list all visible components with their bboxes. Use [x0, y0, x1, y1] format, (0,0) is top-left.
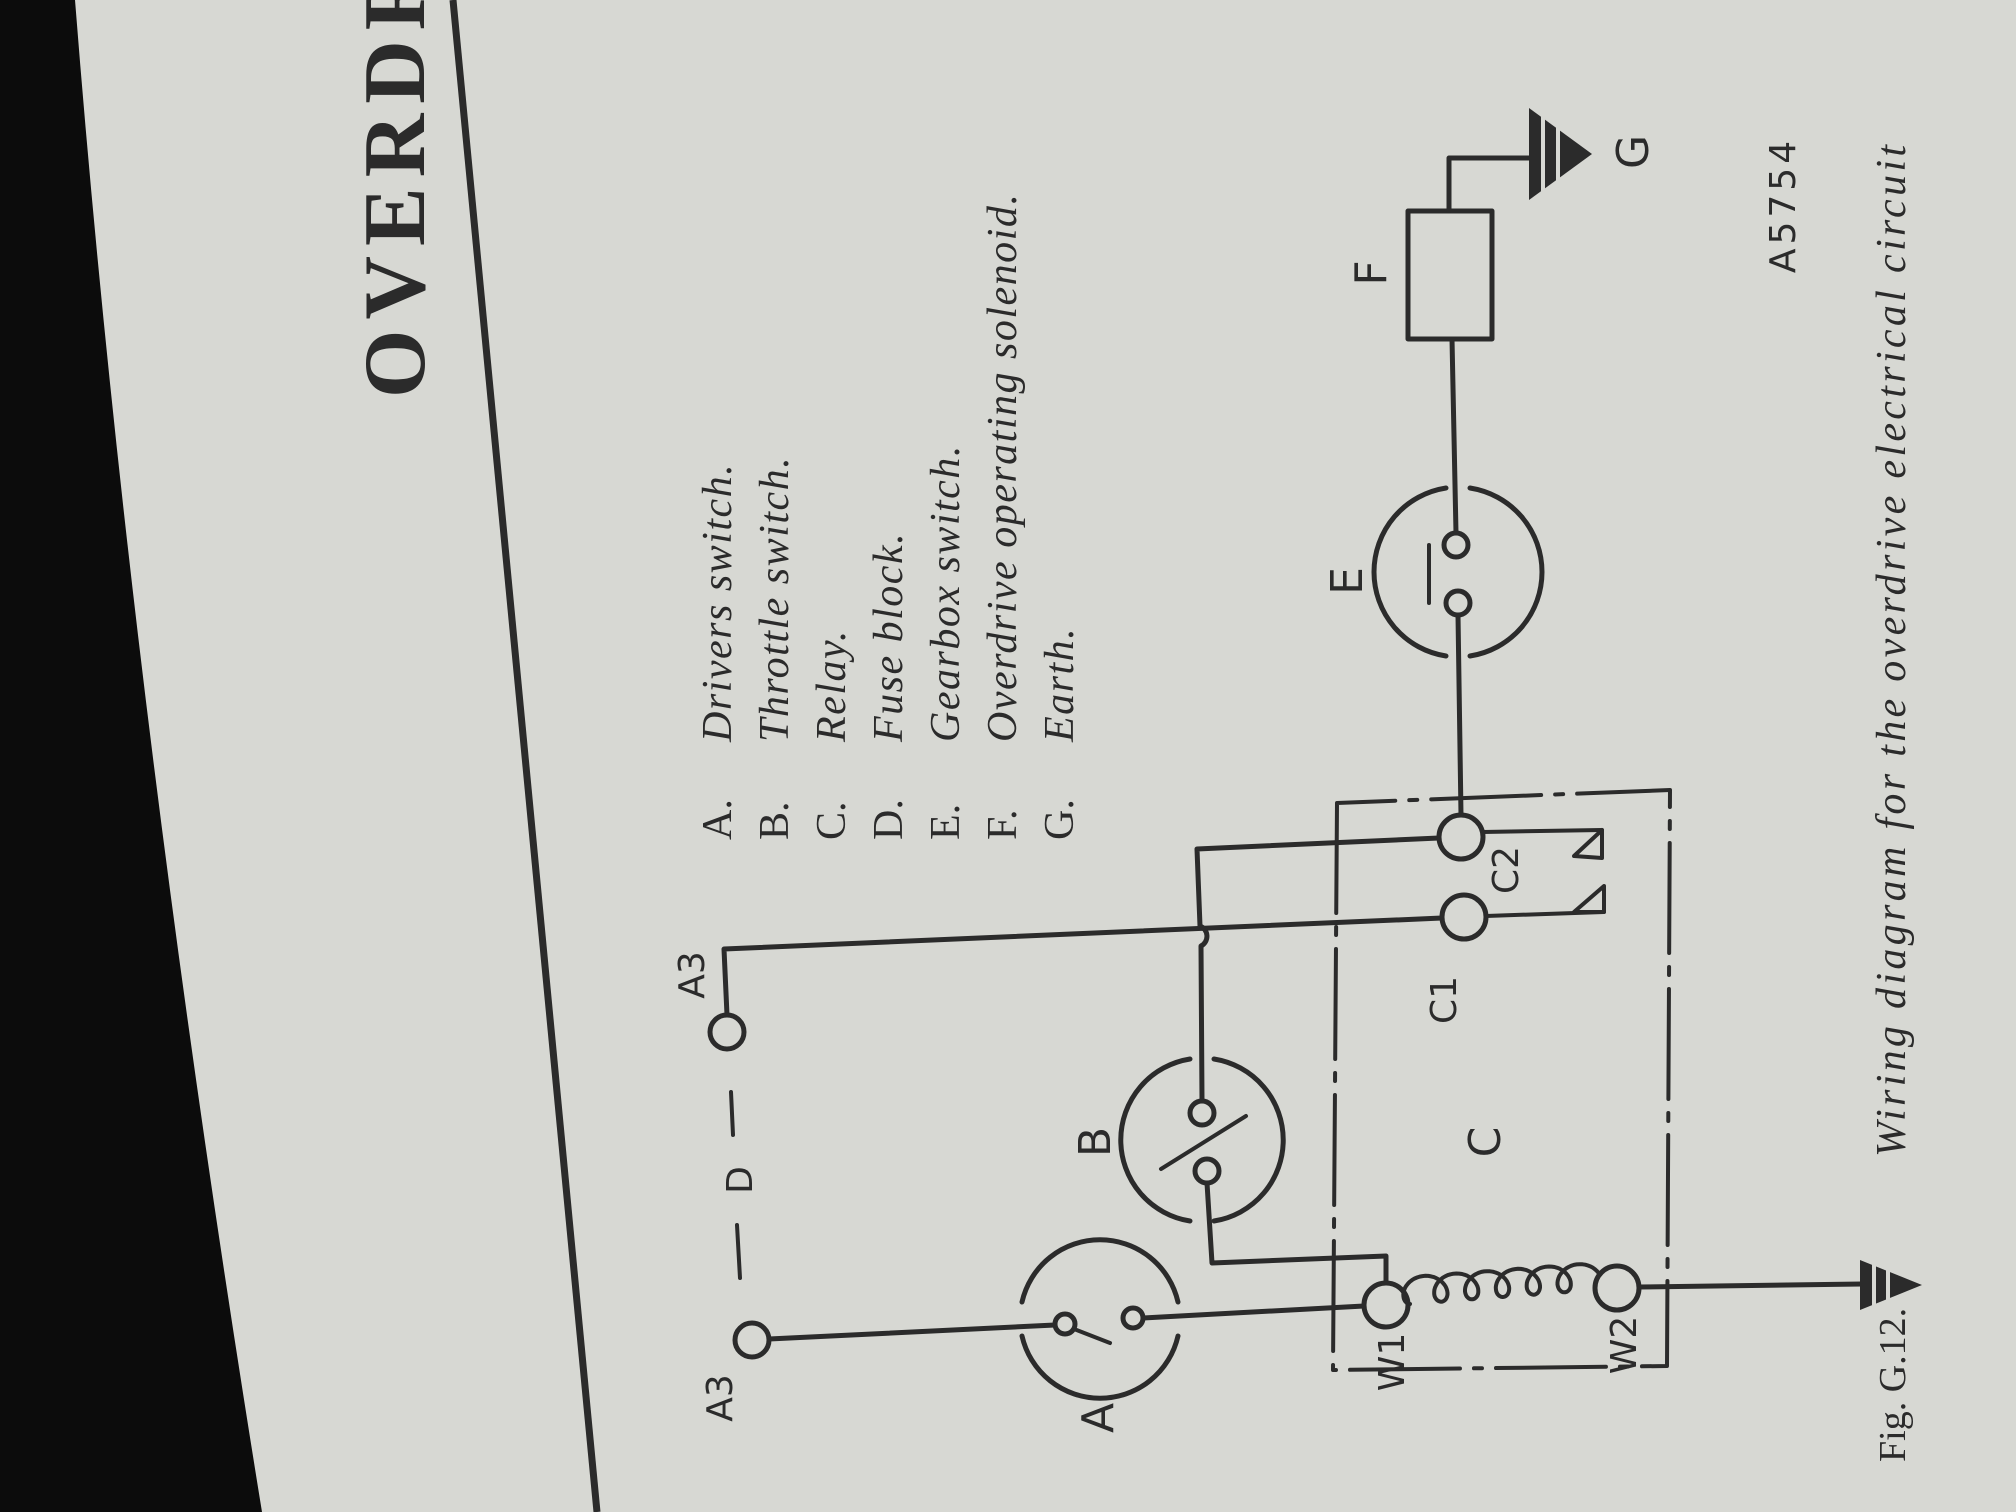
wire-switch-e-to-solenoid [1449, 336, 1459, 536]
dark-background [0, 0, 262, 1512]
label-e: E [1322, 567, 1373, 595]
relay-contact-arm [1481, 828, 1604, 834]
label-c: C [1460, 1127, 1511, 1158]
figure-caption: Wiring diagram for the overdrive electri… [1869, 142, 1915, 1157]
legend-text: Throttle switch. [752, 456, 798, 742]
figure-number: Fig. G.12. [1872, 1308, 1914, 1462]
wire-a3-to-switch-a [766, 1322, 1058, 1342]
legend-text: Relay. [809, 629, 855, 743]
legend-text: Overdrive operating solenoid. [980, 193, 1026, 742]
legend-text: Fuse block. [866, 532, 912, 743]
legend-key: D. [866, 799, 912, 840]
legend-key: B. [752, 801, 798, 840]
label-f: F [1346, 260, 1397, 285]
label-w1: W1 [1372, 1333, 1413, 1392]
relay-contact-point [1572, 828, 1604, 860]
wire-solenoid-to-earth [1446, 155, 1534, 214]
legend: A. Drivers switch. B. Throttle switch. C… [695, 193, 1083, 840]
wire-switch-b-to-w1 [1204, 1180, 1389, 1286]
legend-key: E. [923, 804, 969, 840]
legend-text: Earth. [1037, 627, 1083, 743]
fuse-lead [729, 1090, 735, 1137]
label-d: D [720, 1166, 761, 1194]
label-a3-top: A3 [672, 951, 713, 999]
switch-a-contact [1120, 1305, 1146, 1331]
terminal-a3-bottom [732, 1320, 772, 1360]
terminal-c2 [1436, 812, 1486, 862]
switch-e-contact [1441, 530, 1471, 560]
switch-a-housing [1019, 1237, 1181, 1305]
page-heading: OVERDRIVE [347, 0, 444, 398]
label-g: G [1608, 135, 1659, 169]
label-a: A [1073, 1403, 1124, 1433]
earth-symbol-icon [1860, 1255, 1922, 1315]
fuse-lead [735, 1223, 742, 1280]
earth-g-icon [1529, 100, 1592, 208]
terminal-w1 [1361, 1280, 1411, 1330]
label-b: B [1070, 1127, 1121, 1157]
label-c2: C2 [1486, 846, 1527, 894]
switch-e-contact [1443, 588, 1473, 618]
legend-key: A. [695, 799, 741, 840]
label-a3-bottom: A3 [700, 1374, 741, 1422]
relay-boundary [1331, 788, 1672, 1372]
legend-key: G. [1037, 799, 1083, 840]
terminal-w2 [1592, 1263, 1642, 1313]
legend-key: F. [980, 810, 1026, 841]
drawing-reference: A5754 [1763, 137, 1804, 273]
label-c1: C1 [1424, 976, 1465, 1024]
terminal-a3-top [707, 1012, 747, 1052]
wire-w2-to-earth [1636, 1281, 1865, 1290]
heading-rule [449, 0, 601, 1512]
switch-b-housing [1118, 1056, 1193, 1224]
switch-b-contact [1192, 1156, 1222, 1186]
switch-b-contact [1187, 1098, 1217, 1128]
label-w2: W2 [1604, 1316, 1645, 1375]
relay-coil [1401, 1262, 1604, 1306]
wire-switch-a-to-w1 [1140, 1303, 1367, 1321]
relay-contact-point [1572, 884, 1606, 914]
switch-e-housing [1371, 485, 1449, 659]
wire-c2-to-switch-e [1455, 612, 1464, 818]
switch-b-housing [1211, 1056, 1286, 1224]
switch-b-blade [1159, 1114, 1248, 1171]
legend-text: Gearbox switch. [923, 444, 969, 742]
wire-switch-b-to-c2 [1194, 835, 1442, 1104]
wiring-diagram: A3 D A3 A B C W1 W2 [672, 100, 1922, 1433]
legend-text: Drivers switch. [695, 463, 741, 743]
switch-e-housing [1467, 485, 1545, 659]
switch-a-blade [1072, 1327, 1112, 1345]
legend-key: C. [809, 801, 855, 840]
switch-a-housing [1019, 1333, 1181, 1401]
switch-a-contact [1052, 1311, 1078, 1337]
terminal-c1 [1439, 892, 1489, 942]
